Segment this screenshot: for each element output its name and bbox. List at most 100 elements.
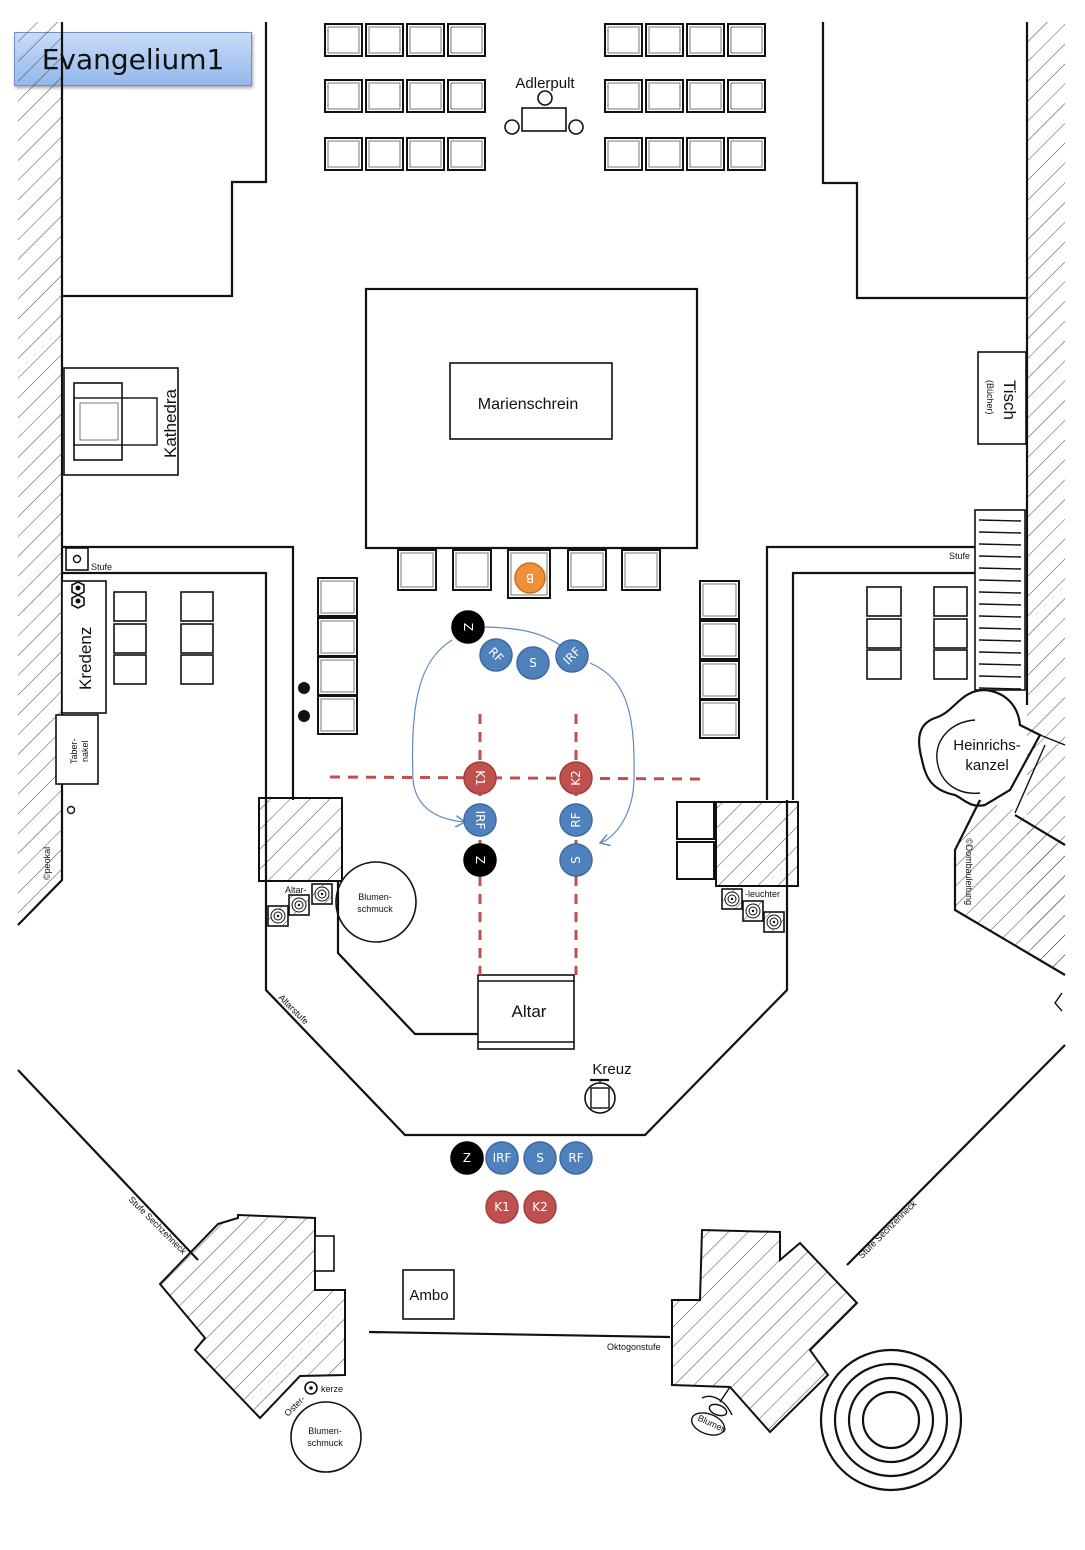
copyright-left: ©peokal: [42, 847, 52, 880]
participant-k2: K2: [523, 1190, 557, 1224]
side-seat: [317, 617, 358, 657]
participant-bishop: B: [514, 562, 546, 594]
participant-label: B: [526, 571, 534, 585]
marienschrein-label: Marienschrein: [478, 396, 578, 413]
participant-irf: IRF: [555, 639, 589, 673]
staircase: [974, 509, 1026, 691]
altarleuchter-right-label: -leuchter: [745, 889, 780, 899]
chair: [113, 591, 147, 622]
chair: [180, 591, 214, 622]
altarleuchter-left: [267, 883, 333, 927]
blumenschmuck-bottom: Blumen- schmuck: [290, 1401, 362, 1473]
participant-label: K2: [532, 1200, 548, 1214]
participant-s: S: [523, 1141, 557, 1175]
blumen-bottom: Blumen: [690, 1386, 733, 1436]
right-wall: [1025, 22, 1065, 975]
tisch-sub-label: (Bücher): [985, 380, 995, 415]
participant-label: RF: [568, 1151, 583, 1165]
right-pillar: ©Dombauleitung: [953, 799, 1066, 1012]
participant-label: K1: [473, 770, 487, 786]
stufe-sechzehneck-right-line: [846, 1044, 1066, 1266]
choir-stall: [406, 137, 445, 171]
choir-stalls-top-left: [324, 23, 486, 171]
kreuz: Kreuz: [584, 1061, 632, 1114]
front-seat: [452, 549, 492, 591]
right-side-seats: [699, 580, 740, 739]
blumenschmuck-label-1: Blumen-: [358, 892, 392, 902]
chair: [113, 654, 147, 685]
stufe-left-marker: [65, 547, 89, 571]
participant-z: Z: [463, 843, 497, 877]
tabernakel-label-1: Taber-: [69, 738, 79, 764]
front-seat: [567, 549, 607, 591]
choir-stall: [365, 79, 404, 113]
participant-label: RF: [569, 812, 583, 827]
side-seat: [317, 695, 358, 735]
left-candles: [298, 682, 310, 722]
crossing-pillar-right: [671, 1228, 859, 1434]
blumenschmuck-bottom-label-2: schmuck: [307, 1438, 343, 1448]
participant-z: Z: [451, 610, 485, 644]
stufe-sechzehneck-left-line: [17, 1069, 199, 1261]
side-seat: [699, 660, 740, 700]
participant-label: K1: [494, 1200, 510, 1214]
route-top: [484, 626, 561, 646]
altar: Altar: [477, 974, 575, 1050]
blumenschmuck-altar: Blumen- schmuck: [335, 861, 417, 943]
choir-stall: [604, 79, 643, 113]
choir-stall: [365, 23, 404, 57]
side-seat: [699, 699, 740, 739]
kreuz-label: Kreuz: [592, 1061, 631, 1078]
choir-stall: [324, 23, 363, 57]
heinrichskanzel: Heinrichs- kanzel: [917, 688, 1066, 814]
choir-stall: [604, 137, 643, 171]
participant-s: S: [559, 843, 593, 877]
route-arrows: [411, 626, 635, 843]
participant-rf: RF: [559, 803, 593, 837]
left-wall: [17, 22, 64, 926]
pillar-right: [676, 801, 799, 887]
front-seat: [621, 549, 661, 591]
tisch-label: Tisch: [1000, 380, 1019, 420]
right-step-outline: Stufe: [765, 545, 975, 800]
altar-label: Altar: [512, 1002, 547, 1021]
crossing-pillar-left: [158, 1213, 346, 1420]
left-side-seats: [317, 577, 358, 735]
side-seat: [699, 580, 740, 620]
tisch-buecher: Tisch (Bücher): [977, 351, 1027, 445]
participant-k1: K1: [485, 1190, 519, 1224]
participant-label: IRF: [493, 1151, 512, 1165]
front-seat: [397, 549, 437, 591]
choir-stall: [406, 79, 445, 113]
participant-irf: IRF: [485, 1141, 519, 1175]
concentric-rings: [819, 1348, 963, 1492]
route-right: [589, 662, 635, 843]
upper-right-outline: [821, 22, 1027, 300]
choir-stall: [727, 23, 766, 57]
choir-stall: [645, 137, 684, 171]
altarstufe-label: Altarstufe: [277, 992, 311, 1026]
blumenschmuck-label-2: schmuck: [357, 904, 393, 914]
choir-stall: [406, 23, 445, 57]
side-seat: [317, 656, 358, 696]
candlestick-icon: [763, 911, 785, 933]
kredenz-chairs: [113, 591, 214, 685]
choir-stall: [727, 79, 766, 113]
chair: [933, 586, 968, 617]
choir-stall: [324, 137, 363, 171]
chair: [113, 623, 147, 654]
kathedra: Kathedra: [63, 367, 180, 476]
choir-stall: [686, 23, 725, 57]
choir-stall: [686, 137, 725, 171]
participant-s: S: [516, 646, 550, 680]
side-seat: [317, 577, 358, 617]
chair: [180, 654, 214, 685]
kathedra-label: Kathedra: [161, 388, 180, 458]
candlestick-icon: [267, 905, 289, 927]
altarleuchter-left-label: Altar-: [285, 885, 307, 895]
choir-stall: [645, 23, 684, 57]
candlestick-icon: [721, 888, 743, 910]
chair: [180, 623, 214, 654]
participant-label: Z: [461, 623, 475, 631]
